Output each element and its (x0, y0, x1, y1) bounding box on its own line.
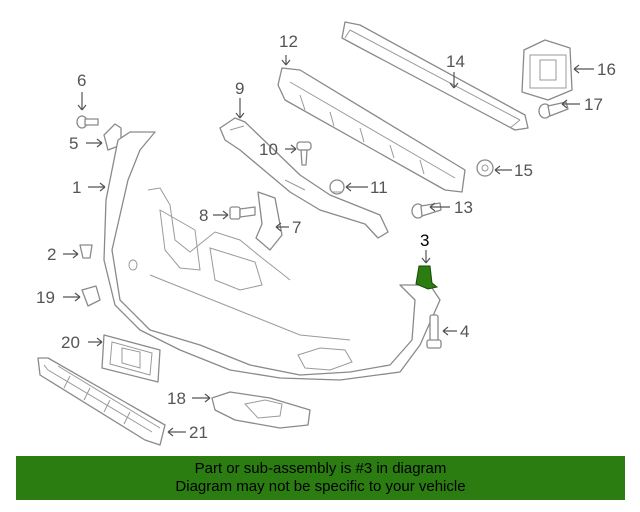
callout-21: 21 (189, 423, 208, 442)
bolt-8-part (229, 206, 256, 220)
callout-15: 15 (514, 161, 533, 180)
clip-2-part (79, 244, 93, 259)
callout-6: 6 (77, 71, 86, 90)
stud-4-part (426, 314, 442, 349)
callout-2: 2 (47, 245, 56, 264)
callout-13: 13 (454, 198, 473, 217)
callout-11: 11 (370, 178, 388, 197)
leader-lines (63, 55, 594, 437)
highlighted-part-3 (415, 265, 439, 290)
callout-20: 20 (61, 333, 80, 352)
upper-retainer-part (219, 117, 389, 239)
bumper-cover-part (103, 131, 441, 381)
banner-line-disclaimer: Diagram may not be specific to your vehi… (175, 478, 466, 495)
callout-1: 1 (72, 178, 81, 197)
reinforcement-beam-part (341, 21, 529, 131)
callout-10: 10 (259, 140, 278, 159)
callout-7: 7 (292, 218, 301, 237)
energy-absorber-part (277, 67, 466, 193)
parts-diagram: 12 14 16 17 15 6 9 10 11 13 5 1 8 7 2 3 … (36, 21, 616, 446)
info-banner: Part or sub-assembly is #3 in diagram Di… (16, 456, 625, 500)
push-clip-10-part (296, 141, 312, 166)
callout-19: 19 (36, 288, 55, 307)
fog-bezel-18-part (211, 391, 311, 429)
callout-numbers: 12 14 16 17 15 6 9 10 11 13 5 1 8 7 2 3 … (36, 32, 616, 442)
lower-grille-21-part (37, 357, 166, 446)
push-clip-11-part (329, 179, 345, 195)
callout-16: 16 (597, 60, 616, 79)
beam-bracket-part (521, 39, 573, 101)
callout-17: 17 (584, 95, 603, 114)
banner-line-part: Part or sub-assembly is #3 in diagram (194, 460, 447, 477)
callout-12: 12 (279, 32, 298, 51)
callout-9: 9 (235, 79, 244, 98)
callout-8: 8 (199, 206, 208, 225)
center-bracket-7-part (255, 191, 283, 251)
clip-15-part (476, 159, 494, 177)
screw-6-part (76, 115, 99, 129)
callout-14: 14 (446, 52, 465, 71)
callout-18: 18 (167, 389, 186, 408)
bolt-13-part (411, 202, 442, 219)
license-bracket-20-part (101, 334, 161, 383)
callout-3-highlighted: 3 (420, 231, 429, 250)
callout-4: 4 (460, 322, 469, 341)
callout-5: 5 (69, 134, 78, 153)
tow-hook-cap-19-part (81, 285, 101, 307)
